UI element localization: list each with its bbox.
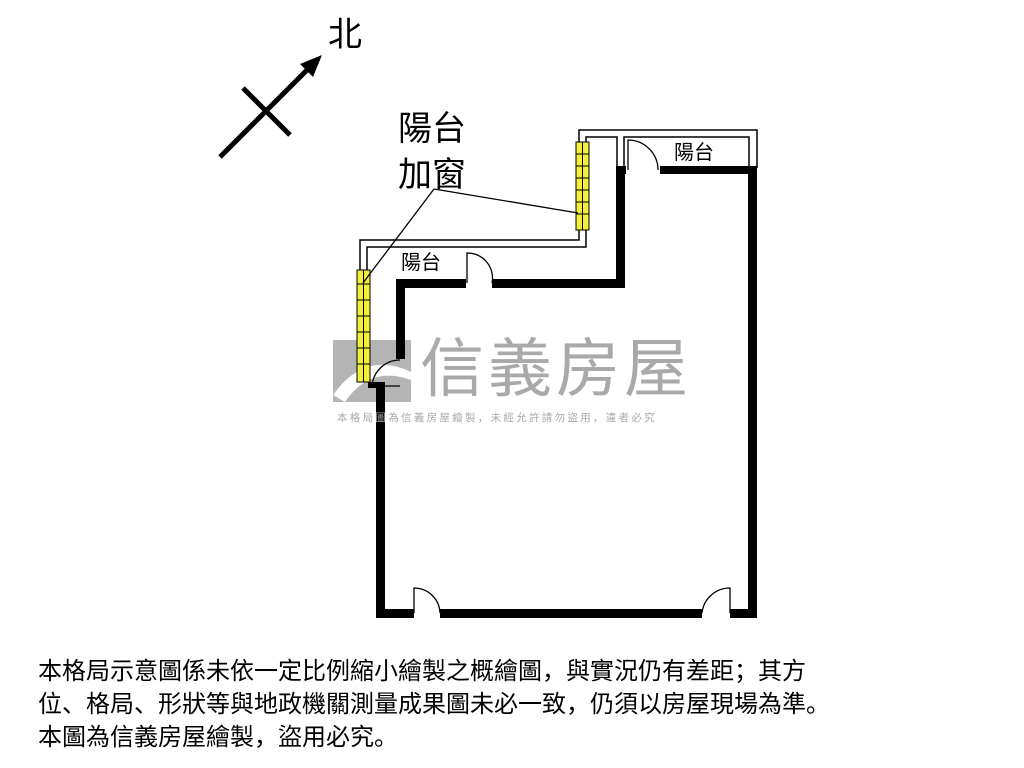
north-label: 北 — [328, 15, 362, 55]
doors — [371, 139, 731, 614]
disclaimer-line: 位、格局、形狀等與地政機關測量成果圖未必一致，仍須以房屋現場為準。 — [38, 690, 830, 718]
watermark-notice: 本格局圖為信義房屋繪製，未經允許請勿盜用，違者必究 — [337, 412, 657, 424]
balcony-upper-label: 陽台 — [674, 140, 714, 164]
balcony-lower-label: 陽台 — [401, 250, 441, 274]
balcony-window — [356, 141, 590, 383]
balcony-window-label-1: 陽台 — [398, 109, 466, 149]
leader-lines — [362, 188, 579, 284]
north-arrow-icon — [218, 55, 322, 159]
watermark-brand: 信義房屋 — [420, 333, 692, 407]
balcony-window-label-2: 加窗 — [398, 155, 466, 195]
disclaimer: 本格局示意圖係未依一定比例縮小繪製之概繪圖，與實況仍有差距；其方 位、格局、形狀… — [38, 655, 830, 754]
disclaimer-line: 本圖為信義房屋繪製，盜用必究。 — [38, 723, 398, 751]
disclaimer-line: 本格局示意圖係未依一定比例縮小繪製之概繪圖，與實況仍有差距；其方 — [38, 657, 806, 685]
walls — [368, 166, 757, 618]
